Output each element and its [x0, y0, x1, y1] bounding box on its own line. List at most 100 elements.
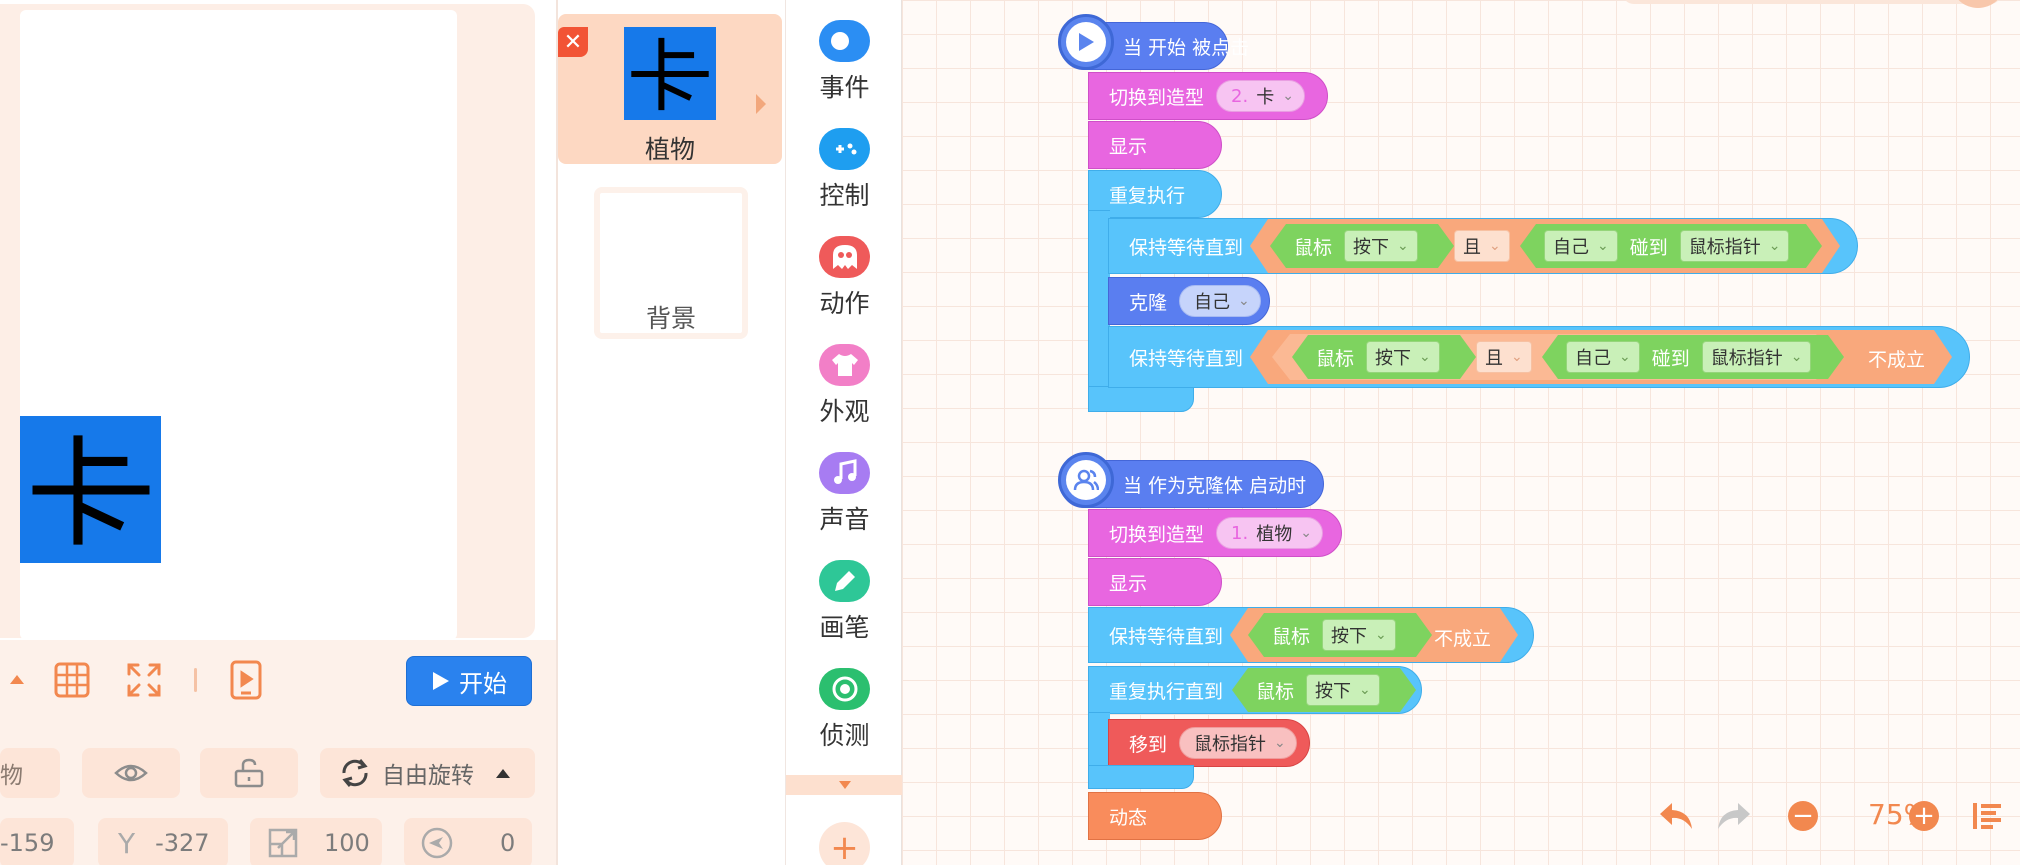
- sprite-name-field[interactable]: 物: [0, 748, 60, 798]
- forever-block-arm: [1088, 210, 1110, 410]
- stage-panel: 开始 物 自由旋转 -159 Y -327 100 0: [0, 0, 556, 865]
- stage-canvas[interactable]: [20, 10, 457, 640]
- lock-toggle[interactable]: [200, 748, 298, 798]
- chevron-down-icon: ⌄: [1419, 349, 1431, 365]
- visibility-toggle[interactable]: [82, 748, 180, 798]
- switch-costume-block-2[interactable]: 切换到造型 1.植物⌄: [1088, 509, 1342, 557]
- logic-operator-dropdown[interactable]: 且⌄: [1454, 230, 1510, 262]
- direction-icon: [421, 827, 453, 859]
- mouse-pressed-reporter[interactable]: 鼠标 按下⌄: [1270, 224, 1454, 268]
- show-block-2[interactable]: 显示: [1088, 558, 1222, 606]
- sprite-card-selected[interactable]: ✕ 植物: [558, 14, 782, 164]
- unlock-icon: [234, 758, 264, 788]
- grid-icon[interactable]: [52, 660, 92, 700]
- ghost-icon: [819, 236, 870, 278]
- mouse-pressed-reporter-3[interactable]: 鼠标 按下⌄: [1248, 613, 1432, 657]
- undo-button[interactable]: [1656, 796, 1696, 836]
- music-icon: [819, 452, 870, 494]
- mouse-pressed-reporter-4[interactable]: 鼠标 按下⌄: [1232, 668, 1416, 712]
- mouse-state-dropdown[interactable]: 按下⌄: [1344, 230, 1418, 262]
- workspace-top-edge: [1622, 0, 2002, 4]
- caret-up-icon: [496, 768, 510, 778]
- toolbar-divider: [194, 668, 197, 692]
- zoom-in-button[interactable]: +: [1909, 801, 1939, 831]
- ka-glyph-icon: [631, 37, 709, 110]
- sprite-thumbnail: [624, 27, 716, 120]
- background-name: 背景: [645, 304, 696, 333]
- mouse-state-dropdown[interactable]: 按下⌄: [1366, 341, 1440, 373]
- sprite-name: 植物: [644, 135, 695, 164]
- stage-frame: [0, 4, 535, 640]
- size-field[interactable]: 100: [250, 818, 382, 865]
- forever-block[interactable]: 重复执行: [1088, 170, 1222, 218]
- costume-dropdown[interactable]: 2.卡⌄: [1216, 80, 1305, 112]
- more-categories-button[interactable]: [786, 775, 903, 795]
- background-card[interactable]: 背景: [594, 187, 748, 339]
- show-block[interactable]: 显示: [1088, 121, 1222, 169]
- category-motion[interactable]: 动作: [786, 236, 903, 336]
- x-field[interactable]: -159: [0, 818, 74, 865]
- start-button[interactable]: 开始: [406, 656, 532, 706]
- fullscreen-icon[interactable]: [124, 660, 164, 700]
- code-workspace[interactable]: 当 开始 被点击 切换到造型 2.卡⌄ 显示 重复执行 保持等待直到 鼠标 按下…: [902, 0, 2020, 865]
- block-categories: 事件 控制 动作 外观 声音 画笔 侦测: [785, 0, 903, 865]
- stage-sprite[interactable]: [20, 416, 161, 563]
- align-left-icon: [1973, 803, 2001, 829]
- redo-icon: [1718, 803, 1750, 829]
- touching-reporter[interactable]: 自己⌄ 碰到 鼠标指针⌄: [1520, 224, 1822, 268]
- resize-icon: [268, 828, 298, 858]
- chevron-down-icon: ⌄: [1790, 349, 1803, 365]
- category-sensing[interactable]: 侦测: [786, 668, 903, 768]
- play-flag-icon: [1058, 14, 1114, 70]
- shirt-icon: [819, 344, 870, 386]
- move-to-block[interactable]: 移到 鼠标指针⌄: [1108, 719, 1310, 767]
- category-events[interactable]: 事件: [786, 20, 903, 120]
- close-icon: ✕: [563, 29, 583, 55]
- move-target-dropdown[interactable]: 鼠标指针⌄: [1179, 727, 1297, 759]
- caret-up-icon[interactable]: [10, 675, 24, 684]
- chevron-down-icon: ⌄: [1282, 88, 1294, 104]
- chevron-down-icon: ⌄: [1300, 525, 1312, 541]
- toggle-icon: [819, 20, 870, 62]
- logic-operator-dropdown[interactable]: 且⌄: [1476, 341, 1532, 373]
- rotate-icon: [342, 759, 368, 787]
- workspace-top-circle: [1952, 0, 2004, 8]
- touch-target-dropdown[interactable]: 鼠标指针⌄: [1702, 341, 1812, 373]
- clone-target-dropdown[interactable]: 自己⌄: [1179, 285, 1261, 317]
- chevron-down-icon: ⌄: [1397, 238, 1409, 254]
- cleanup-button[interactable]: [1970, 798, 2006, 834]
- category-sound[interactable]: 声音: [786, 452, 903, 552]
- touching-reporter-2[interactable]: 自己⌄ 碰到 鼠标指针⌄: [1542, 335, 1844, 379]
- category-pen[interactable]: 画笔: [786, 560, 903, 660]
- phone-preview-icon[interactable]: [226, 660, 266, 700]
- chevron-down-icon: ⌄: [1619, 349, 1631, 365]
- delete-sprite-button[interactable]: ✕: [558, 27, 588, 57]
- mouse-state-dropdown[interactable]: 按下⌄: [1306, 674, 1380, 706]
- touch-source-dropdown[interactable]: 自己⌄: [1544, 230, 1618, 262]
- direction-field[interactable]: 0: [404, 818, 532, 865]
- mouse-state-dropdown[interactable]: 按下⌄: [1322, 619, 1396, 651]
- mouse-pressed-reporter-2[interactable]: 鼠标 按下⌄: [1292, 335, 1476, 379]
- pen-icon: [819, 560, 870, 602]
- add-extension-button[interactable]: +: [819, 822, 870, 865]
- y-field[interactable]: Y -327: [98, 818, 228, 865]
- zoom-out-button[interactable]: −: [1788, 801, 1818, 831]
- chevron-down-icon: ⌄: [1274, 735, 1286, 751]
- chevron-down-icon: ⌄: [1597, 238, 1609, 254]
- eye-icon: [114, 764, 148, 782]
- category-looks[interactable]: 外观: [786, 344, 903, 444]
- minus-icon: −: [1792, 801, 1814, 831]
- category-control[interactable]: 控制: [786, 128, 903, 228]
- chevron-right-icon[interactable]: [756, 94, 766, 114]
- costume-dropdown[interactable]: 1.植物⌄: [1216, 517, 1323, 549]
- rotation-mode-select[interactable]: 自由旋转: [320, 748, 535, 798]
- clone-block[interactable]: 克隆 自己⌄: [1108, 277, 1270, 325]
- undo-icon: [1660, 803, 1692, 829]
- switch-costume-block[interactable]: 切换到造型 2.卡⌄: [1088, 72, 1328, 120]
- plus-icon: +: [830, 827, 859, 865]
- animation-block[interactable]: 动态: [1088, 792, 1222, 840]
- chevron-down-icon: ⌄: [1489, 238, 1501, 254]
- touch-source-dropdown[interactable]: 自己⌄: [1566, 341, 1640, 373]
- redo-button[interactable]: [1714, 796, 1754, 836]
- touch-target-dropdown[interactable]: 鼠标指针⌄: [1680, 230, 1790, 262]
